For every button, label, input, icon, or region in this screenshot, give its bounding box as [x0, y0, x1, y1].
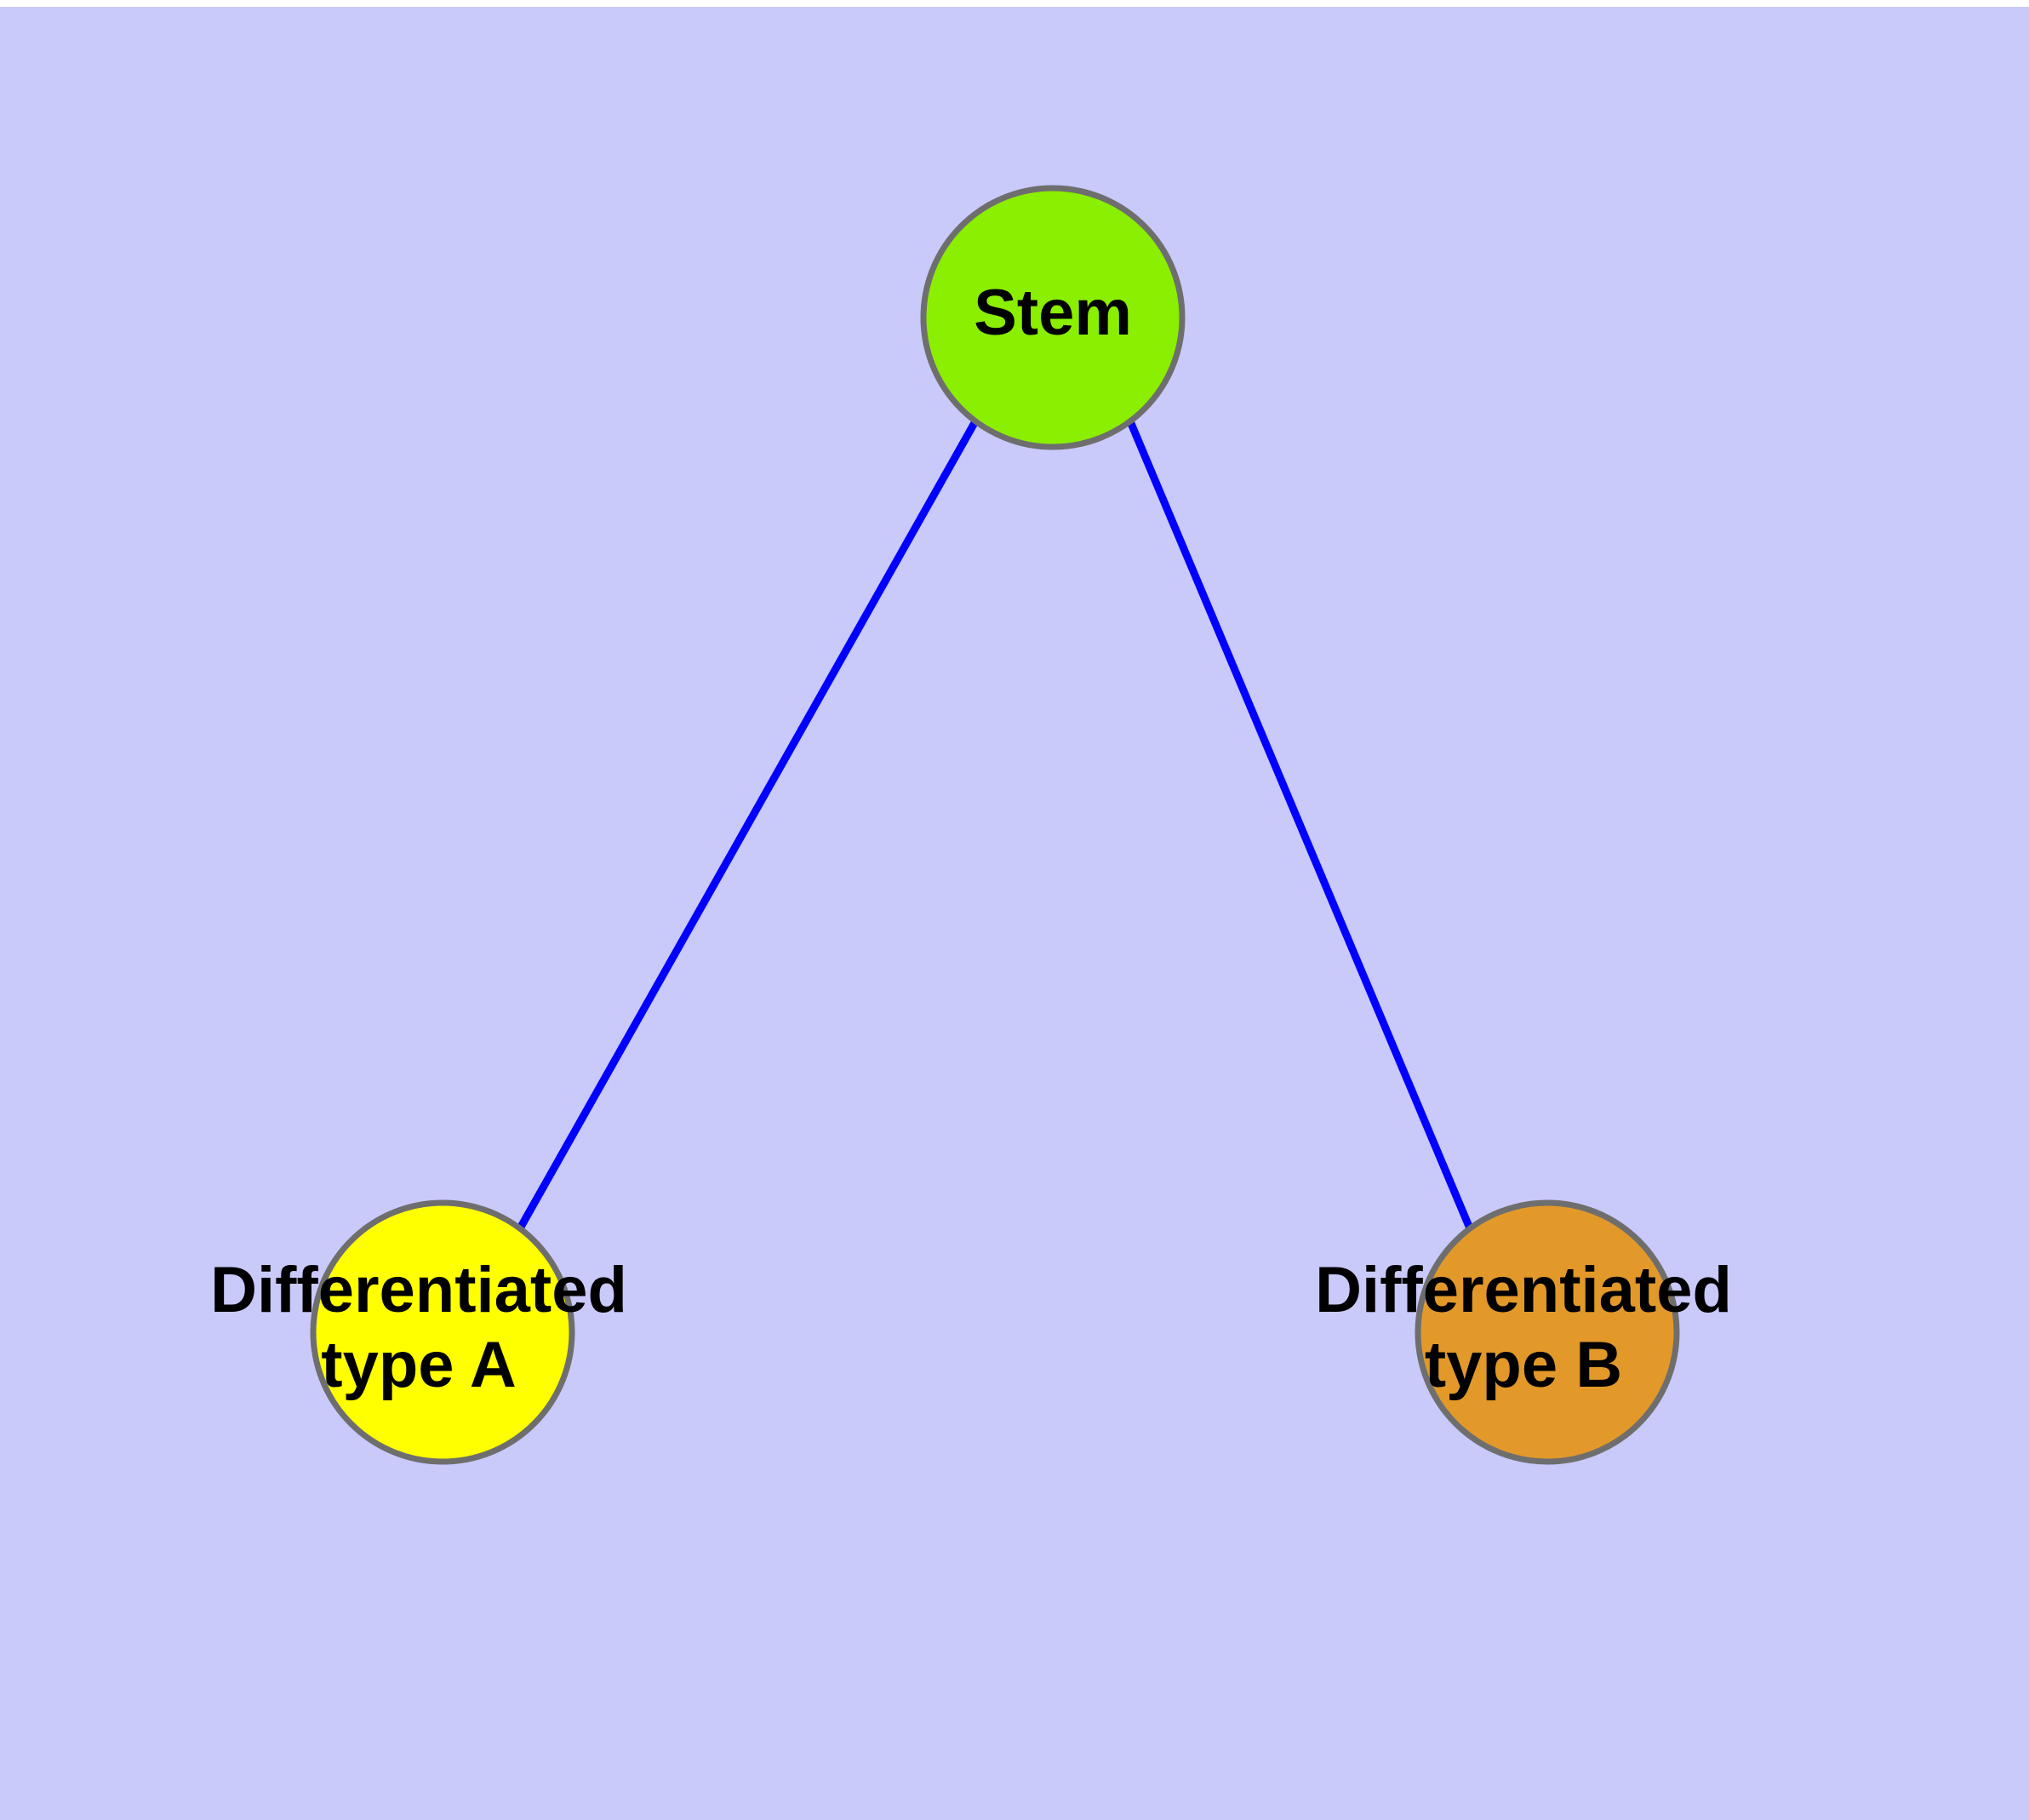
edges-layer — [517, 419, 1474, 1231]
node-diff-a[interactable] — [310, 1199, 575, 1465]
node-label-line: type B — [1425, 1329, 1622, 1401]
node-stem[interactable] — [920, 185, 1186, 450]
edge-stem-to-diff-a[interactable] — [517, 419, 979, 1231]
edge-stem-to-diff-b[interactable] — [1126, 420, 1474, 1230]
node-label-line: Differentiated — [210, 1254, 627, 1326]
node-label-line: Differentiated — [1315, 1254, 1732, 1326]
node-label-stem: Stem — [974, 277, 1132, 349]
node-label-line: Stem — [974, 277, 1132, 349]
node-label-line: type A — [321, 1329, 516, 1401]
node-diff-b[interactable] — [1415, 1199, 1680, 1465]
nodes-layer — [310, 185, 1680, 1465]
